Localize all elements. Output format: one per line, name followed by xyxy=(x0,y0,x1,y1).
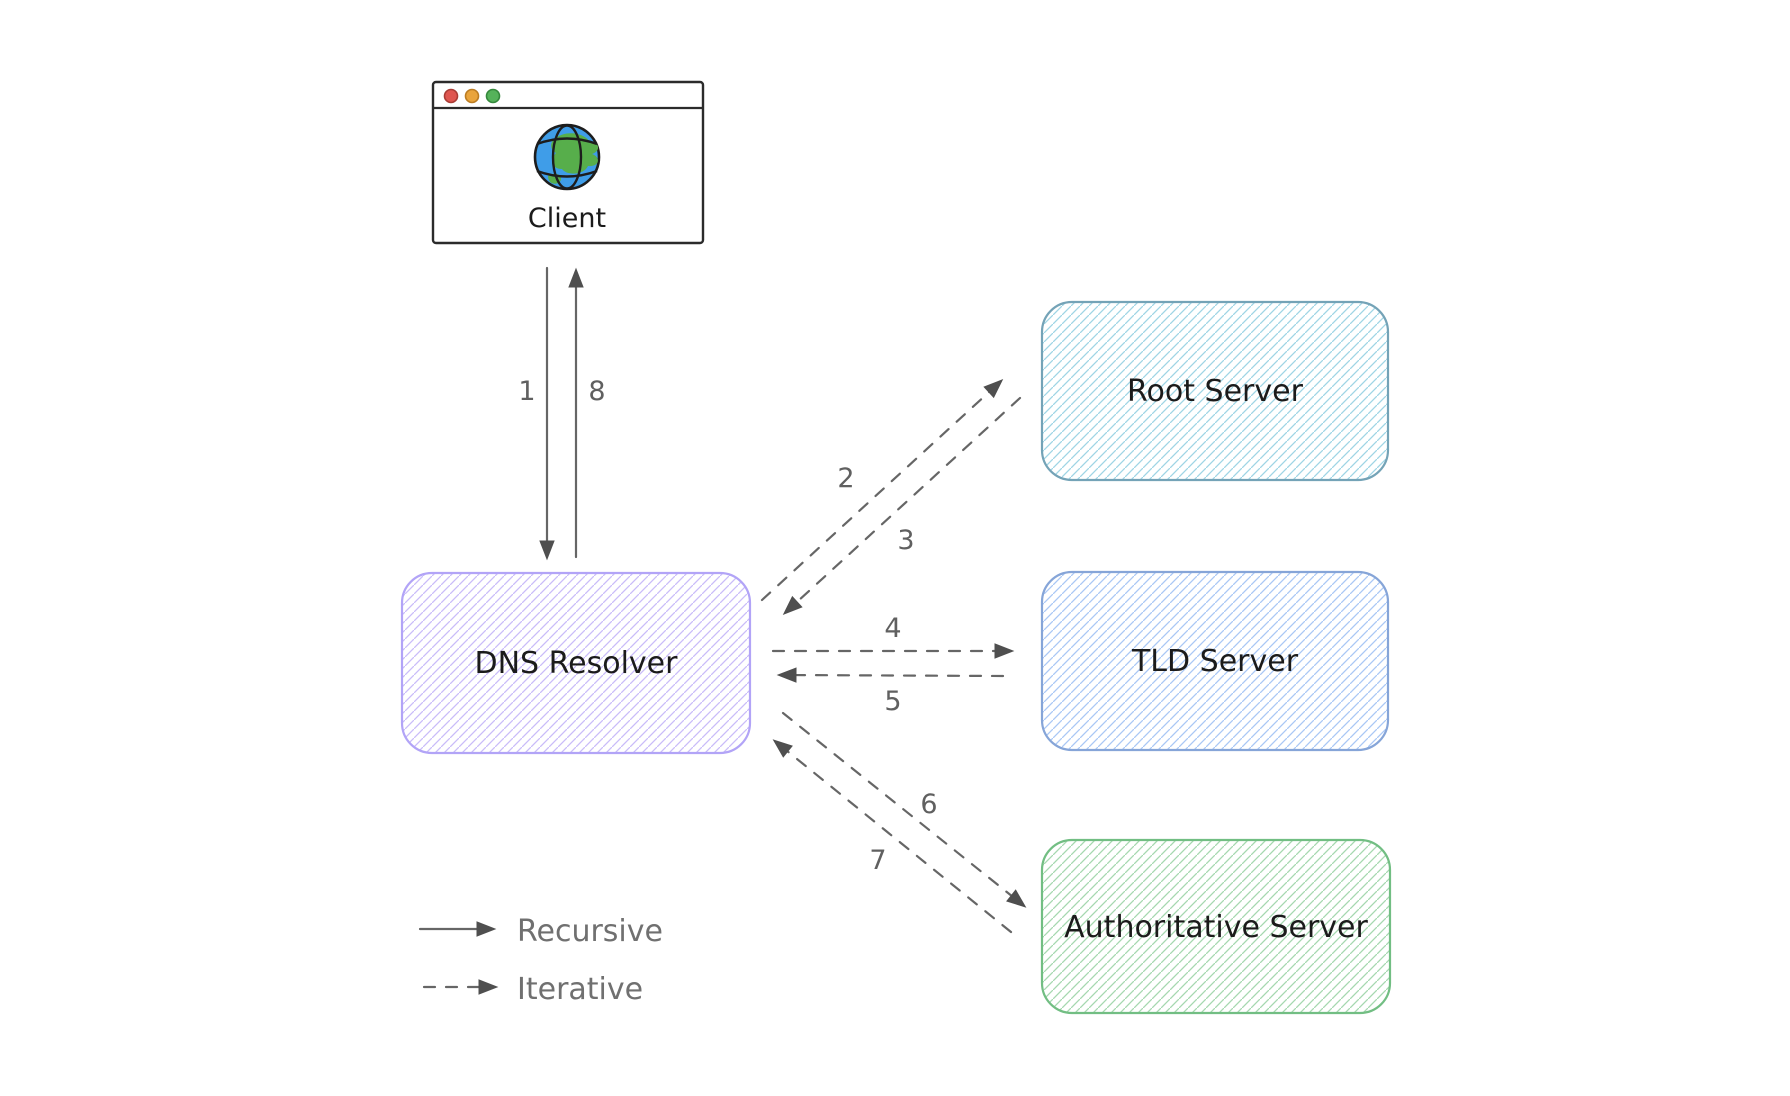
edge-label-5: 5 xyxy=(884,686,901,717)
edge-arrow-5-tld-to-resolver xyxy=(776,667,1005,683)
edge-arrow-2-resolver-to-root xyxy=(760,379,1004,602)
globe-landmass xyxy=(551,133,599,174)
edge-label-8: 8 xyxy=(588,376,605,407)
window-minimize-icon xyxy=(464,88,480,104)
edge-label-4: 4 xyxy=(884,613,901,644)
globe-parallel-south xyxy=(536,169,598,178)
globe-parallel-north xyxy=(536,137,598,146)
edge-label-7: 7 xyxy=(869,845,886,876)
tld-server-box xyxy=(1040,570,1390,752)
legend-iterative-label: Iterative xyxy=(517,972,643,1007)
dns-resolver-box xyxy=(400,571,752,755)
root-server-label: Root Server xyxy=(1127,374,1304,409)
dns-resolver-node: DNS Resolver xyxy=(400,571,752,755)
edge-arrow-6-resolver-to-authoritative xyxy=(781,711,1027,908)
legend-iterative-item: Iterative xyxy=(422,972,643,1007)
authoritative-server-label: Authoritative Server xyxy=(1064,910,1368,945)
edge-arrow-7-authoritative-to-resolver xyxy=(772,739,1013,934)
window-maximize-icon xyxy=(485,88,501,104)
edge-arrow-3-root-to-resolver xyxy=(782,396,1022,615)
authoritative-server-box xyxy=(1040,838,1392,1015)
edge-label-6: 6 xyxy=(920,789,937,820)
root-server-box xyxy=(1040,300,1390,482)
root-server-node: Root Server xyxy=(1040,300,1390,482)
client-label: Client xyxy=(528,203,606,234)
tld-server-node: TLD Server xyxy=(1040,570,1390,752)
edge-label-3: 3 xyxy=(897,525,914,556)
client-node: Client xyxy=(431,80,705,245)
legend-recursive-item: Recursive xyxy=(418,914,663,949)
legend-recursive-label: Recursive xyxy=(517,914,663,949)
globe-icon xyxy=(533,123,601,191)
edge-label-2: 2 xyxy=(837,463,854,494)
window-close-icon xyxy=(443,88,459,104)
dns-resolver-label: DNS Resolver xyxy=(475,646,679,681)
authoritative-server-node: Authoritative Server xyxy=(1040,838,1392,1015)
legend: Recursive Iterative xyxy=(418,914,663,1007)
globe-meridian xyxy=(551,124,583,190)
tld-server-label: TLD Server xyxy=(1131,644,1299,679)
edge-label-1: 1 xyxy=(518,376,535,407)
